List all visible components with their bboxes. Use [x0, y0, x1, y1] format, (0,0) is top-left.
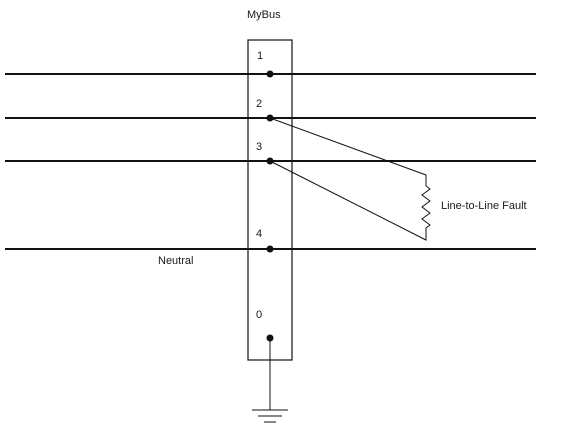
neutral-label: Neutral — [158, 255, 194, 267]
ground-symbol-icon — [252, 409, 288, 423]
bus-title: MyBus — [247, 9, 281, 21]
node-label-3: 3 — [256, 141, 263, 153]
fault-resistor-icon — [421, 185, 431, 229]
node-label-4: 4 — [256, 228, 263, 240]
node-dot-4 — [266, 245, 274, 253]
fault-wire-from-node-2 — [269, 117, 427, 186]
node-dot-1 — [266, 70, 274, 78]
fault-label: Line-to-Line Fault — [441, 200, 527, 212]
node-label-2: 2 — [256, 98, 263, 110]
bus-bar — [247, 39, 293, 361]
fault-wire-from-node-3 — [269, 160, 427, 241]
node-label-0: 0 — [256, 309, 263, 321]
node-label-1: 1 — [257, 50, 264, 62]
